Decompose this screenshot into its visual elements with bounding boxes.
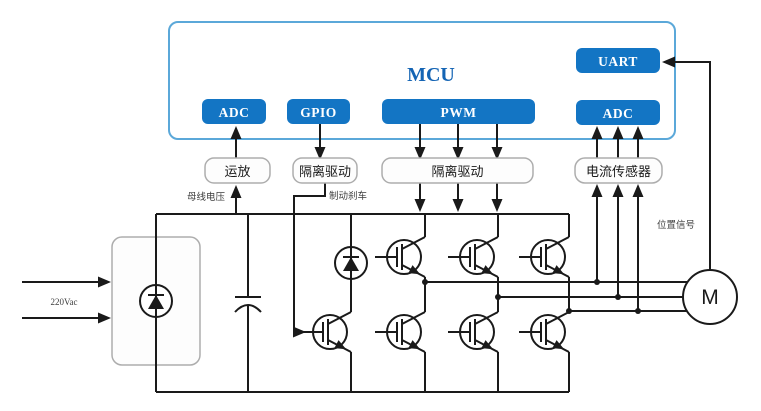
adc-right-block [576, 100, 660, 125]
leg1-low-igbt-icon [374, 311, 426, 355]
iso-drive-brake-block [292, 157, 358, 184]
brake-signal-label: 制动刹车 [329, 190, 367, 202]
iso-drive-bridge-label: 隔离驱动 [431, 164, 483, 179]
motor-circle [682, 269, 738, 325]
leg3-low-igbt-icon [518, 311, 570, 355]
dc-link-capacitor [234, 214, 262, 392]
rectifier-diode-icon [139, 284, 173, 318]
brake-gate-wire [293, 183, 326, 333]
gpio-block [287, 99, 350, 124]
op-amp-label: 运放 [224, 164, 250, 179]
drive-to-bridge-wires [419, 183, 498, 200]
mcu-label: MCU [407, 64, 455, 86]
adc-left-block [202, 99, 266, 124]
leg2-high-igbt-icon [447, 236, 499, 280]
position-signal-label: 位置信号 [657, 219, 695, 231]
current-sensor-block [574, 157, 663, 184]
current-sensor-label: 电流传感器 [586, 164, 651, 179]
motor-label: M [701, 286, 719, 309]
iso-drive-bridge-block [381, 157, 534, 184]
junction-dots [422, 279, 641, 314]
op-amp-block [204, 157, 271, 184]
pwm-wires [419, 124, 498, 148]
current-sense-taps [596, 197, 639, 311]
pwm-label: PWM [441, 105, 477, 120]
ac-input-label: 220Vac [51, 297, 78, 307]
adc-right-label: ADC [603, 106, 634, 121]
uart-block [576, 48, 660, 73]
uart-label: UART [598, 54, 638, 69]
brake-igbt-icon [300, 311, 352, 355]
bus-voltage-label: 母线电压 [187, 191, 226, 203]
brake-diode-icon [334, 246, 368, 280]
position-signal-wire [674, 61, 711, 270]
adc-left-label: ADC [219, 105, 250, 120]
leg2-low-igbt-icon [447, 311, 499, 355]
leg3-high-igbt-icon [518, 236, 570, 280]
leg1-high-igbt-icon [374, 236, 426, 280]
pwm-block [382, 99, 535, 124]
gpio-label: GPIO [300, 105, 337, 120]
wires [22, 61, 711, 393]
ac-input-wires [22, 281, 99, 319]
iso-drive-brake-label: 隔离驱动 [299, 164, 351, 179]
sensor-to-adc-wires [596, 138, 639, 158]
